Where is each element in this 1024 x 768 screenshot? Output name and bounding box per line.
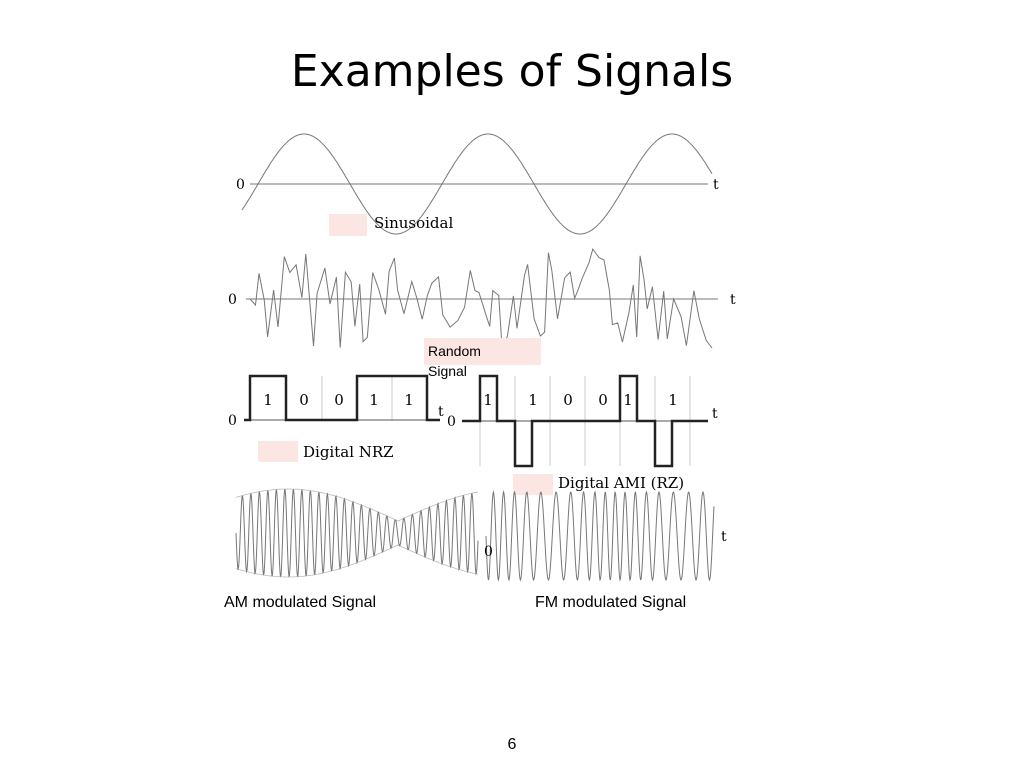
nrz-bit-1: 1	[263, 391, 273, 409]
random-label-highlight	[424, 338, 541, 365]
fm-caption: FM modulated Signal	[535, 594, 687, 611]
sinusoidal-wave	[241, 133, 713, 235]
sinusoidal-label-highlight	[329, 214, 367, 236]
fm-panel: 0 t	[484, 490, 727, 582]
random-panel: 0 t	[228, 247, 736, 365]
ami-bit-5: 1	[623, 391, 633, 409]
am-panel	[235, 488, 479, 578]
sinusoidal-label: Sinusoidal	[374, 214, 453, 232]
nrz-bit-3: 0	[334, 391, 344, 409]
nrz-bit-5: 1	[404, 391, 414, 409]
ami-zero-label: 0	[447, 414, 456, 430]
sinusoidal-zero-label: 0	[236, 177, 245, 193]
ami-bit-3: 0	[563, 391, 573, 409]
nrz-label: Digital NRZ	[303, 443, 394, 461]
nrz-bit-2: 0	[299, 391, 309, 409]
ami-label: Digital AMI (RZ)	[558, 474, 684, 492]
ami-bit-2: 1	[528, 391, 538, 409]
slide-title: Examples of Signals	[290, 46, 734, 97]
nrz-waveform	[244, 374, 440, 422]
random-zero-label: 0	[228, 292, 237, 308]
ami-bit-6: 1	[668, 391, 678, 409]
nrz-panel: 0 t 1 0 0 1 1 Digital NRZ	[228, 374, 444, 462]
random-axis-label: t	[730, 292, 736, 308]
ami-panel: 0 t 1 1 0 0 1 1 Digital AMI (RZ)	[447, 374, 718, 495]
ami-label-highlight	[513, 474, 553, 495]
ami-waveform	[462, 374, 708, 468]
nrz-bit-4: 1	[369, 391, 379, 409]
ami-bit-1: 1	[483, 391, 493, 409]
nrz-label-highlight	[258, 441, 298, 462]
fm-wave	[485, 490, 715, 582]
am-wave	[235, 489, 479, 577]
am-envelope-top	[235, 488, 479, 522]
am-caption: AM modulated Signal	[224, 594, 377, 611]
nrz-axis-label: t	[438, 404, 444, 420]
fm-zero-label: 0	[484, 544, 493, 560]
sinusoidal-panel: 0 t Sinusoidal	[236, 133, 719, 236]
page-number: 6	[507, 736, 517, 753]
fm-axis-label: t	[721, 529, 727, 545]
random-wave	[249, 247, 713, 349]
random-signal-label: Random Signal	[428, 343, 481, 379]
nrz-zero-label: 0	[228, 413, 237, 429]
ami-bit-4: 0	[598, 391, 608, 409]
ami-axis-label: t	[712, 406, 718, 422]
sinusoidal-axis-label: t	[713, 177, 719, 193]
